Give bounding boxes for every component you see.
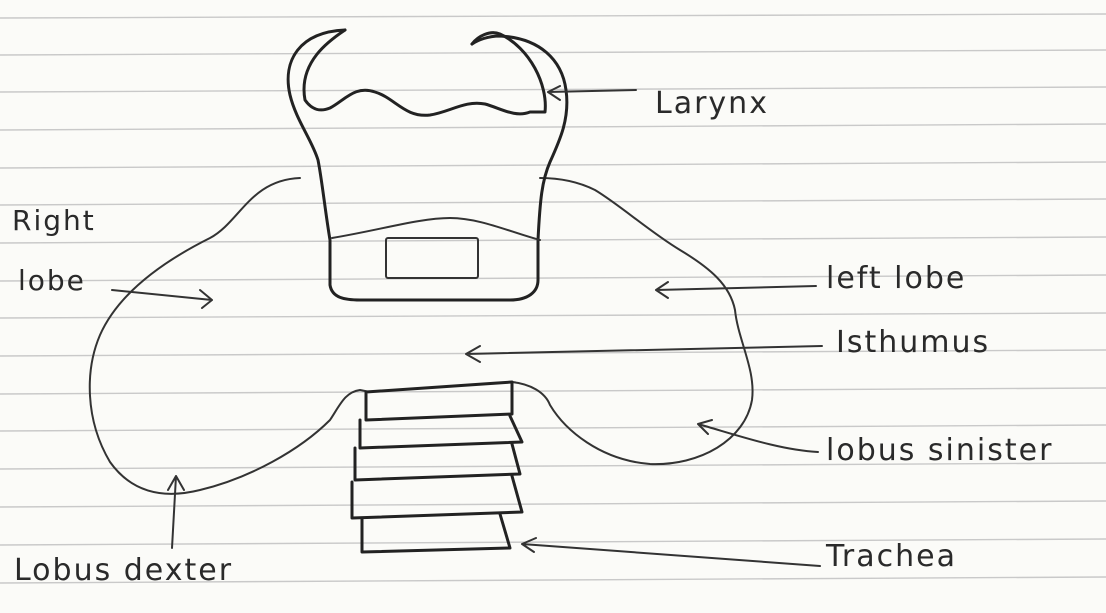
lobus-dexter-arrow [168, 476, 184, 548]
right-lobe-arrow [112, 290, 212, 308]
lobus-sinister-arrow [698, 420, 818, 452]
ruled-lines [0, 14, 1106, 583]
label-right-lobe-line1: Right [12, 204, 96, 237]
label-lobus-sinister: lobus sinister [826, 433, 1053, 468]
label-trachea: Trachea [825, 539, 957, 574]
label-right-lobe-line2: lobe [18, 264, 86, 297]
label-larynx: Larynx [655, 86, 769, 121]
label-isthmus: Isthumus [836, 325, 990, 360]
isthmus-arrow [466, 346, 822, 362]
pointer-arrows [112, 86, 822, 566]
larynx-arrow [548, 86, 636, 100]
label-left-lobe: left lobe [826, 261, 966, 296]
left-lobe-arrow [656, 282, 816, 298]
label-lobus-dexter: Lobus dexter [14, 553, 233, 588]
